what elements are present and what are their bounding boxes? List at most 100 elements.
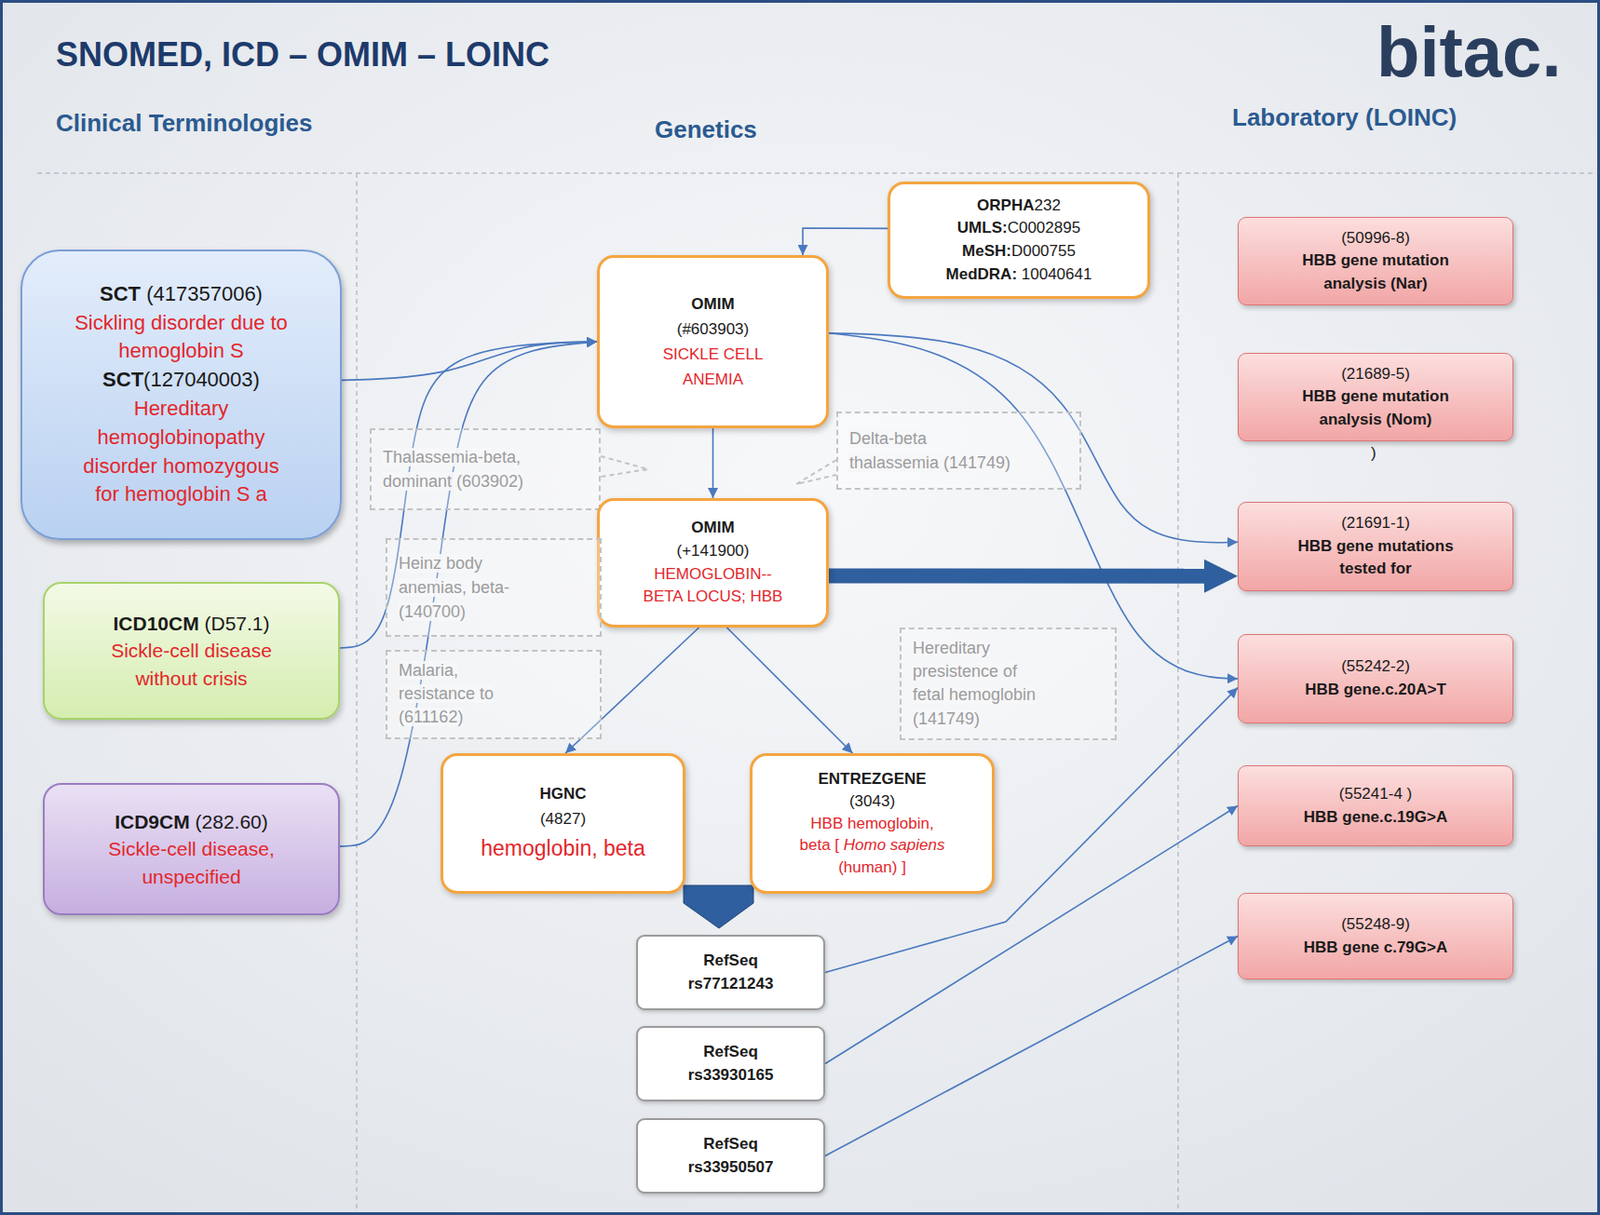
text-line: (55241-4 ): [1251, 783, 1500, 807]
divider-line: [37, 172, 1593, 175]
loinc-box: (21689-5)HBB gene mutation analysis (Nom…: [1237, 352, 1514, 442]
faded-callout: Delta-beta thalassemia (141749): [836, 411, 1082, 490]
column-heading-block: Clinical Terminologies: [55, 108, 312, 138]
refseq-box: RefSeq rs33950507: [636, 1118, 826, 1194]
connector-arrow: [712, 428, 715, 499]
block-arrow: [828, 568, 1220, 584]
text-line: RefSeq: [650, 1133, 811, 1157]
text-line: ICD9CM (282.60): [59, 808, 324, 836]
box-text: SCT: [102, 367, 144, 392]
text-line: Hereditary presistence of fetal hemoglob…: [912, 637, 1044, 732]
box-text: HBB gene.c.19G>A: [1303, 808, 1448, 827]
text-line: rs33930165: [650, 1064, 811, 1088]
text-line: HBB gene c.79G>A: [1277, 936, 1474, 961]
logo-text-block: bitac.: [1376, 11, 1562, 93]
refseq-box: RefSeq rs33930165: [636, 1026, 826, 1102]
text-line: hemoglobin, beta: [456, 831, 670, 867]
text-line: ICD10CM (D57.1): [59, 610, 324, 638]
box-text: HBB gene c.79G>A: [1303, 938, 1448, 957]
text-line: (#603903): [612, 316, 814, 342]
box-text: HBB gene mutation analysis (Nom): [1301, 387, 1450, 429]
box-text: (3043): [849, 792, 895, 811]
text-line: Sickle-cell disease without crisis: [89, 637, 295, 692]
box-text: rs33930165: [688, 1066, 774, 1085]
text-line: RefSeq: [650, 949, 811, 974]
text-line: (50996-8): [1251, 227, 1500, 251]
box-text: (55248-9): [1341, 915, 1411, 934]
text-line: HBB hemoglobin, beta [ Homo sapiens (hum…: [795, 813, 950, 880]
text-line: MeSH:D000755: [903, 240, 1135, 264]
diagram-title: SNOMED, ICD – OMIM – LOINC: [55, 35, 550, 74]
column-heading-block: Genetics: [654, 115, 758, 145]
box-text: RefSeq: [703, 1043, 759, 1061]
box-text: (21691-1): [1341, 514, 1411, 532]
faded-callout: Thalassemia-beta, dominant (603902): [369, 428, 601, 511]
box-text: 10040641: [1021, 265, 1093, 284]
entrez-box: ENTREZGENE(3043) HBB hemoglobin, beta [ H…: [749, 753, 995, 895]
title-block: SNOMED, ICD – OMIM – LOINC: [55, 35, 550, 75]
stray-text-block: ): [1370, 444, 1377, 463]
callout-tail: [600, 456, 649, 477]
box-text: HGNC: [539, 785, 586, 803]
refseq-box: RefSeqrs77121243: [636, 935, 826, 1011]
connector-group: [339, 228, 1238, 1157]
text-line: (4827): [456, 806, 670, 832]
logo-text: bitac.: [1376, 12, 1562, 92]
box-text: Heinz body anemias, beta- (140700): [398, 554, 510, 622]
text-line: rs77121243: [650, 973, 811, 997]
loinc-box: (21691-1)HBB gene mutations tested for: [1237, 501, 1514, 592]
box-text: Sickling disorder due to hemoglobin S: [74, 311, 288, 364]
snomed-box: SCT (417357006)Sickling disorder due to …: [20, 249, 342, 541]
box-text: (4827): [540, 810, 586, 828]
text-line: ENTREZGENE: [765, 768, 979, 791]
box-text: 232: [1034, 196, 1061, 215]
box-text: C0002895: [1007, 218, 1081, 237]
connector-arrow: [828, 333, 1238, 543]
text-line: (55248-9): [1251, 913, 1500, 937]
text-line: Malaria, resistance to (611162): [398, 659, 529, 731]
box-text: (282.60): [195, 811, 269, 833]
box-text: Hereditary presistence of fetal hemoglob…: [912, 638, 1036, 729]
box-text: Sickle-cell disease without crisis: [110, 639, 272, 689]
box-text: (55241-4 ): [1339, 785, 1412, 803]
connector-arrow: [802, 228, 888, 256]
box-text: (127040003): [143, 367, 260, 392]
box-text: rs33950507: [688, 1158, 774, 1177]
box-text: HEMOGLOBIN-- BETA LOCUS; HBB: [643, 565, 784, 607]
text-line: SICKLE CELL ANEMIA: [648, 341, 779, 393]
box-text: Hereditary hemoglobinopathy disorder hom…: [82, 396, 279, 506]
text-line: Heinz body anemias, beta- (140700): [398, 551, 539, 624]
faded-callout: Heinz body anemias, beta- (140700): [385, 538, 602, 638]
column-heading: Laboratory (LOINC): [1232, 103, 1457, 132]
box-text: MeSH:: [962, 242, 1012, 260]
box-text: (50996-8): [1341, 229, 1411, 247]
text-line: HBB gene mutation analysis (Nom): [1277, 385, 1474, 432]
text-line: OMIM: [612, 516, 814, 541]
text-line: Delta-beta thalassemia (141749): [849, 426, 1016, 475]
text-line: HBB gene.c.19G>A: [1277, 806, 1474, 830]
box-text: RefSeq: [703, 1135, 759, 1153]
text-line: (3043): [765, 790, 979, 814]
text-line: (21689-5): [1251, 363, 1500, 387]
box-text: HBB gene.c.20A>T: [1304, 680, 1447, 699]
hgnc-box: HGNC (4827) hemoglobin, beta: [440, 753, 686, 895]
text-line: ORPHA232: [903, 194, 1135, 218]
box-text: D000755: [1011, 242, 1076, 260]
column-heading-block: Laboratory (LOINC): [1232, 103, 1457, 133]
text-line: HGNC: [456, 781, 670, 807]
box-text: (417357006): [146, 282, 263, 306]
text-line: (55242-2): [1251, 655, 1500, 679]
text-line: MedDRA: 10040641: [903, 263, 1135, 287]
faded-callout: Hereditary presistence of fetal hemoglob…: [899, 627, 1117, 741]
icd9-box: ICD9CM (282.60)Sickle-cell disease, unsp…: [42, 783, 340, 916]
box-text: (#603903): [677, 320, 750, 339]
box-text: MedDRA:: [946, 265, 1018, 284]
box-text: ICD9CM: [114, 811, 190, 833]
text-line: SCT (417357006): [40, 280, 322, 310]
text-line: Thalassemia-beta, dominant (603902): [382, 445, 551, 494]
box-text: ORPHA: [976, 196, 1034, 215]
omim-box: OMIM(+141900)HEMOGLOBIN-- BETA LOCUS; HB…: [596, 498, 829, 628]
loinc-box: (55241-4 ) HBB gene.c.19G>A: [1237, 765, 1514, 847]
text-line: rs33950507: [650, 1156, 811, 1180]
